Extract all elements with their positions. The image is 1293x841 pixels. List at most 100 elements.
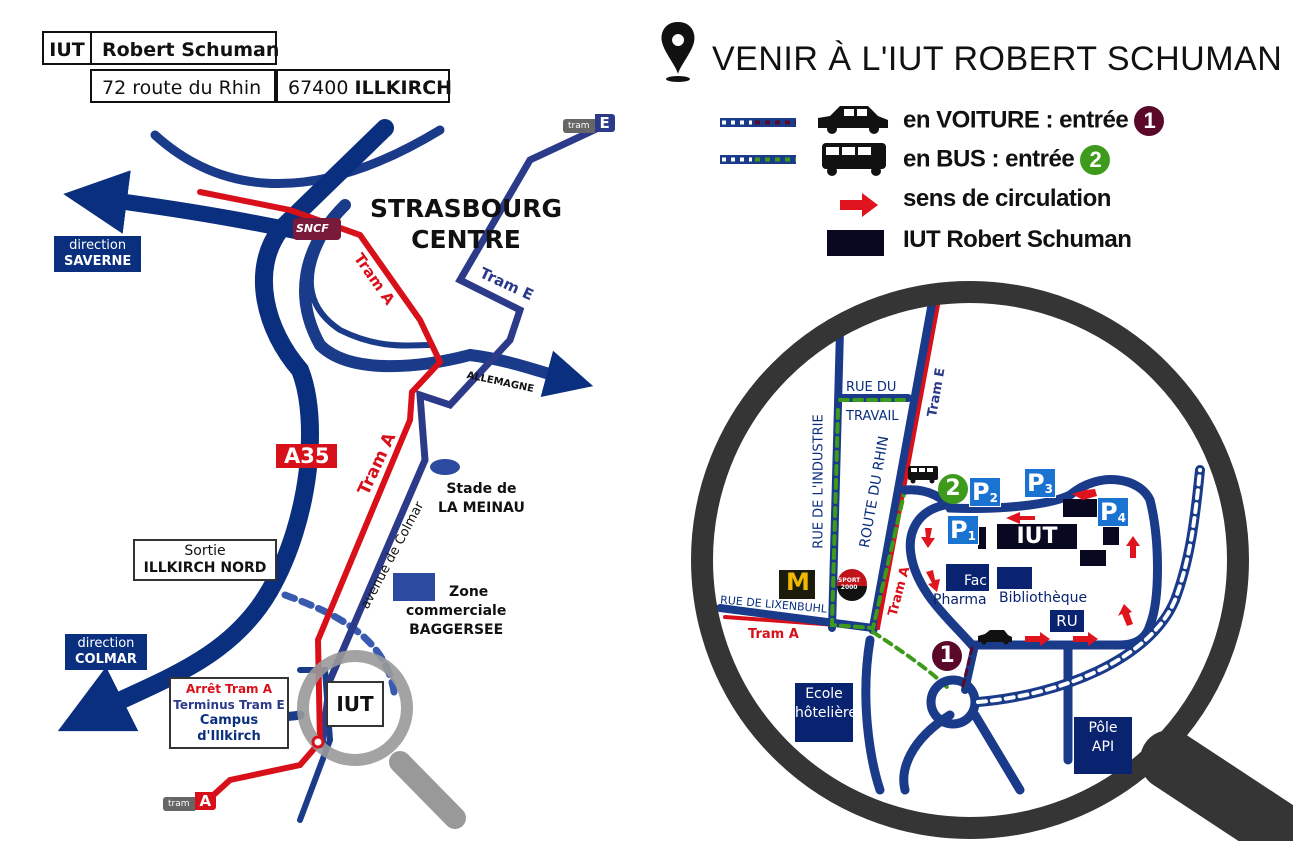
road-north-arc [150,125,445,188]
magnifier-handle [1140,730,1293,841]
ecole-line: hôtelière [795,705,857,721]
parking-number: 2 [989,491,998,505]
parking-letter: P [950,516,968,544]
zone-line: BAGGERSEE [409,622,504,638]
bus-entry-2: 2 [938,474,968,504]
detail-roads [691,281,1293,841]
bibliotheque-building [997,567,1032,589]
stop-line: Arrêt Tram A [185,682,273,696]
parking-number: 3 [1044,482,1053,496]
arrow-up [1126,536,1140,558]
pole-line: API [1091,739,1115,755]
small-magnifier-handle [389,751,466,829]
legend-car: en VOITURE : entrée 1 [903,106,1165,136]
tram-e-detail-dash [976,468,1202,704]
tram-a-detail [723,303,940,631]
campus-loop [900,475,1162,650]
sortie-line: ILLKIRCH NORD [143,560,267,576]
sport-line: SPORT [838,577,861,584]
tram-word: tram [163,797,195,811]
bus-icon [822,143,886,176]
car-position-icon [978,630,1012,645]
tram-word: tram [563,119,595,133]
sport2000-logo [837,569,867,601]
address-street: 72 route du Rhin [90,69,276,103]
legend-bus: en BUS : entrée 2 [903,145,1111,175]
arrow-down [921,528,935,548]
entry-1-badge: 1 [1134,106,1165,136]
zone-line: commerciale [406,603,507,619]
zone-marker [393,573,435,601]
arrow-down [926,570,940,592]
zone-line: Zone [449,584,489,600]
address-city-box: 67400 ILLKIRCH [276,69,453,103]
arrow-left [1072,489,1097,500]
arrow-right [1025,632,1050,646]
dir-line: SAVERNE [64,254,132,269]
car-icon [818,106,888,134]
legend-lines [720,118,884,256]
stop-line: d'Illkirch [197,729,261,744]
arrow-right [1073,632,1098,646]
sncf-logo [293,218,341,240]
stop-line: Terminus Tram E [173,698,285,712]
address-city: ILLKIRCH [354,77,453,99]
parking-p3: P3 [1024,468,1056,498]
parking-number: 4 [1117,511,1126,525]
entry-2-badge: 2 [1080,145,1111,175]
tram-a-line [197,189,444,803]
pole-line: Pôle [1088,720,1118,736]
road-inner [307,232,433,349]
road-a35 [57,119,394,732]
arrow-left [1006,512,1035,524]
address-institute: IUT [42,31,92,65]
tram-e-letter: E [594,114,615,132]
stade-line: Stade de [446,481,517,497]
city-line: STRASBOURG [370,194,563,223]
stade-line: LA MEINAU [438,500,525,516]
legend-iut-swatch [827,230,884,256]
address-name: Robert Schuman [90,31,279,65]
legend-car-label: en VOITURE : entrée [903,106,1129,134]
iut-building: IUT [997,524,1077,549]
building [1080,550,1106,566]
sport-line: 2000 [840,584,858,591]
stop-line: Campus [199,713,259,728]
parking-letter: P [972,478,990,506]
rue-industrie-label: RUE DE L'INDUSTRIE [811,414,827,549]
small-magnifier-ring [297,650,413,766]
road-baggersee-dotted [281,591,399,704]
legend-bus-label: en BUS : entrée [903,145,1075,173]
traffic-arrows [840,193,1140,646]
tram-stop-dot [311,735,325,749]
car-route [960,646,974,692]
legend-direction: sens de circulation [903,185,1111,212]
ecole-line: Ecole [805,686,843,702]
sncf-label: SNCF [296,222,329,235]
parking-p2: P2 [969,477,1001,507]
building [1103,523,1119,545]
parking-letter: P [1027,469,1045,497]
street-line: RUE DU [846,380,897,395]
arrow-up [1118,604,1133,626]
road-saverne [63,170,308,240]
tram-e-line [318,121,609,749]
dir-line: direction [77,636,135,651]
bus-stop-icon [908,466,938,484]
stade-marker [430,459,460,475]
city-line: CENTRE [411,225,521,254]
building [1063,499,1099,517]
ecole-hoteliere-building: Ecole hôtelière [795,683,857,742]
tram-a-detail-label: Tram A [748,627,799,642]
entry-1-marker: 1 [932,641,962,671]
a35-label: A35 [276,444,338,468]
